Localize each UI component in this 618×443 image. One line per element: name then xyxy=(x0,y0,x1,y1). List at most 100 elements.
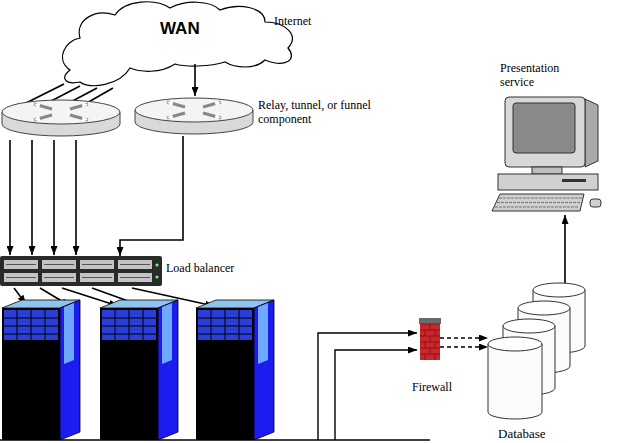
computer-case xyxy=(498,174,598,190)
brick-line xyxy=(425,330,426,336)
brick-line xyxy=(425,342,426,348)
wire-to-firewall xyxy=(318,333,417,440)
router-label: Relay, tunnel, or funnel component xyxy=(258,98,383,126)
internet-label: Internet xyxy=(274,14,311,28)
load-balancer: Load balancer xyxy=(0,256,162,286)
slot-line xyxy=(82,277,112,278)
computer-symbol xyxy=(490,95,612,215)
router-icon-arrow xyxy=(34,104,52,109)
brick-line xyxy=(430,336,431,342)
wire-to-firewall xyxy=(335,350,417,440)
server-symbol xyxy=(196,300,274,440)
rack-slot xyxy=(118,260,152,269)
balancer-label: Load balancer xyxy=(166,261,234,275)
server-panel xyxy=(102,310,156,340)
rack-slot xyxy=(80,260,114,269)
flow-arrow xyxy=(120,136,183,256)
dashed-arrow xyxy=(440,346,488,348)
server-symbol xyxy=(100,300,178,440)
slot-line xyxy=(120,264,150,265)
slot-line xyxy=(82,264,112,265)
server-panel xyxy=(4,310,58,340)
router-top xyxy=(2,100,120,124)
server-side-stripe xyxy=(64,303,74,364)
router-symbol xyxy=(133,96,255,136)
brick-line xyxy=(430,348,431,354)
monitor-screen xyxy=(513,103,575,153)
router-symbol xyxy=(2,100,120,136)
server-grid xyxy=(198,310,252,340)
slot-line xyxy=(44,264,74,265)
load-balancer-rack xyxy=(0,256,162,286)
disk-body xyxy=(488,344,542,419)
keyboard-keys xyxy=(499,198,582,199)
router-icon-arrow xyxy=(167,113,185,118)
relay-router: Relay, tunnel, or funnel component xyxy=(133,96,255,136)
server-grid xyxy=(4,310,58,340)
monitor-side xyxy=(585,99,598,167)
firewall-label: Firewall xyxy=(412,380,452,394)
flow-arrow xyxy=(194,64,196,96)
brick-line xyxy=(430,324,431,330)
monitor-body xyxy=(505,97,585,167)
mouse xyxy=(590,199,601,207)
router-icon-arrow xyxy=(70,104,88,109)
brick-line xyxy=(435,330,436,336)
disk-top xyxy=(503,319,555,333)
slot-line xyxy=(6,277,36,278)
server-side xyxy=(60,300,80,440)
server-side xyxy=(254,300,274,440)
server-side xyxy=(158,300,178,440)
disk-top xyxy=(533,283,585,297)
keyboard-keys xyxy=(497,202,581,203)
flow-arrow xyxy=(564,215,566,283)
rack-led xyxy=(155,275,158,278)
server-side-stripe xyxy=(258,303,268,364)
rack-slot xyxy=(4,273,38,282)
router-icon-arrow xyxy=(34,115,52,120)
server-side-stripe xyxy=(162,303,172,364)
brick-line xyxy=(420,342,440,343)
database-stack xyxy=(488,283,588,423)
database: Database xyxy=(488,283,588,423)
server-front xyxy=(2,308,60,440)
brick-line xyxy=(420,354,440,355)
slot-line xyxy=(44,277,74,278)
rack-slot xyxy=(4,260,38,269)
router-arrow xyxy=(53,140,55,255)
rack-slot xyxy=(80,273,114,282)
router-top xyxy=(135,98,253,122)
database-label: Database xyxy=(498,426,546,441)
wan-cloud: WANInternet xyxy=(60,0,300,64)
keyboard xyxy=(492,194,584,211)
firewall-cap xyxy=(419,318,441,324)
server-grid xyxy=(102,310,156,340)
bus-wire xyxy=(0,439,430,440)
slot-line xyxy=(120,277,150,278)
monitor-stand xyxy=(532,167,562,174)
rack-slot xyxy=(118,273,152,282)
router-icon-arrow xyxy=(203,102,221,107)
disk-top xyxy=(518,301,570,315)
cloud-label: WAN xyxy=(160,19,200,39)
firewall: Firewall xyxy=(420,318,440,360)
presentation-computer: Presentation service xyxy=(490,95,612,215)
router-icon xyxy=(167,102,221,118)
brick-line xyxy=(420,330,440,331)
server-front xyxy=(100,308,158,440)
router-icon-arrow xyxy=(167,102,185,107)
server-symbol xyxy=(2,300,80,440)
presentation-label: Presentation service xyxy=(500,61,590,89)
cloud-shape xyxy=(63,2,293,86)
slot-line xyxy=(6,264,36,265)
server-panel xyxy=(198,310,252,340)
brick-line xyxy=(435,354,436,360)
drive-slot xyxy=(562,179,586,182)
rack-led xyxy=(155,263,158,266)
router-icon-arrow xyxy=(203,113,221,118)
dashed-arrow xyxy=(440,337,488,339)
network-wire xyxy=(0,333,430,440)
brick-line xyxy=(435,342,436,348)
rack-slot xyxy=(42,273,76,282)
keyboard-keys xyxy=(495,207,579,208)
